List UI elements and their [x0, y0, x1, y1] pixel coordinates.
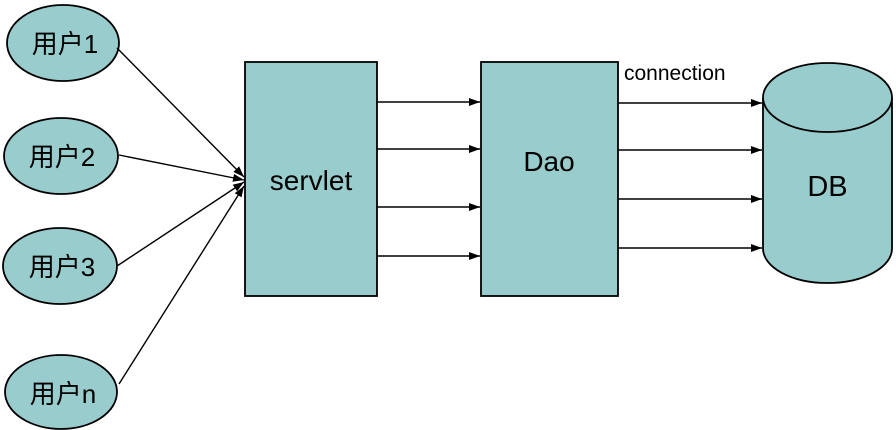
servlet-to-dao-arrows [377, 98, 480, 260]
dao-rect [480, 61, 619, 297]
dao-node: Dao [480, 61, 619, 297]
users-to-servlet-arrows [116, 47, 245, 385]
user-ellipse [6, 4, 120, 82]
db-node: DB [762, 62, 893, 284]
user-node-1: 用户1 [6, 4, 120, 82]
user-label: 用户3 [29, 252, 95, 282]
arrow-user1-servlet [116, 47, 245, 178]
user-ellipse [3, 117, 119, 195]
dao-to-db-arrows [618, 99, 762, 252]
servlet-node: servlet [244, 61, 378, 297]
arrow-user2-servlet [118, 154, 245, 182]
user-label: 用户n [30, 379, 96, 409]
user-node-2: 用户2 [3, 117, 119, 195]
db-cylinder-top [762, 62, 893, 133]
servlet-rect [244, 61, 378, 297]
connection-label: connection [624, 62, 726, 85]
servlet-label: servlet [270, 165, 353, 196]
db-cylinder-body [762, 98, 893, 284]
arrow-user3-servlet [116, 181, 245, 267]
user-label: 用户2 [29, 142, 95, 172]
dao-label: Dao [523, 146, 574, 177]
user-node-n: 用户n [4, 354, 118, 430]
db-label: DB [807, 171, 847, 203]
user-node-3: 用户3 [2, 227, 118, 305]
arrow-usern-servlet [118, 185, 245, 385]
user-ellipse [4, 354, 118, 430]
user-label: 用户1 [32, 29, 98, 59]
